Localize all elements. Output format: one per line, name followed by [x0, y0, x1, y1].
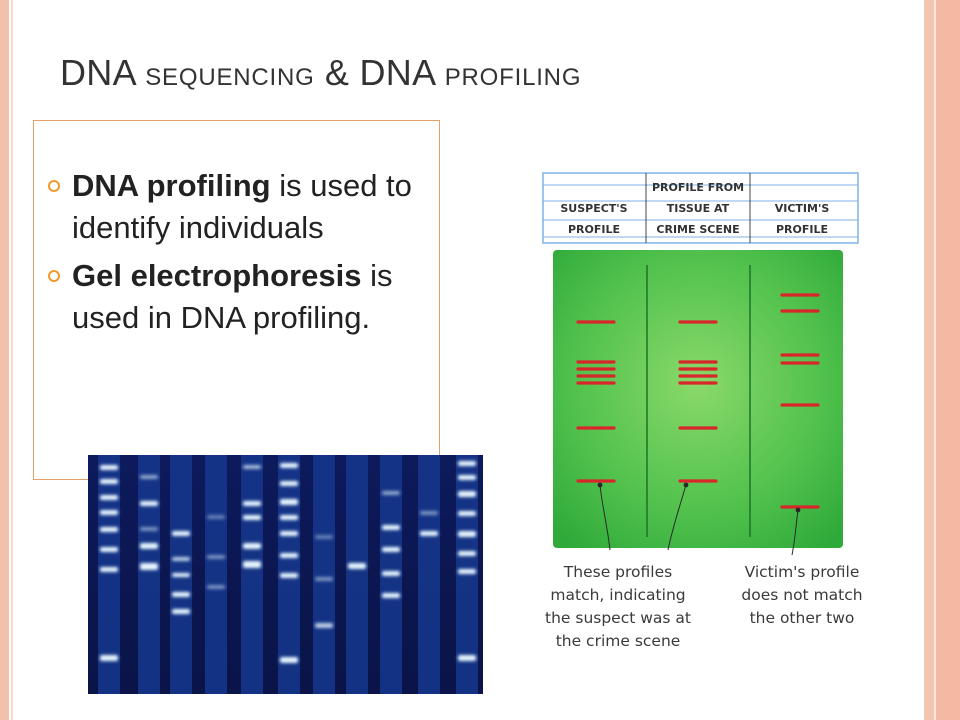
header-crime-line1: PROFILE FROM — [652, 181, 744, 194]
bullet-item-dna-profiling: DNA profiling is used to identify indivi… — [40, 165, 435, 249]
bullet-text: is used to identify individuals — [72, 168, 412, 245]
slide-title: DNA SEQUENCING & DNA PROFILING — [60, 52, 581, 94]
bullet-circle-icon — [48, 270, 60, 282]
dna-profile-figure: PROFILE FROM SUSPECT'S TISSUE AT VICTIM'… — [542, 172, 863, 650]
bullet-circle-icon — [48, 180, 60, 192]
caption-right-line3: the other two — [750, 609, 855, 627]
caption-left-line2: match, indicating — [550, 586, 685, 604]
title-profiling: PROFILING — [444, 64, 582, 91]
header-suspect-line2: PROFILE — [568, 223, 620, 236]
bullet-bold-term: Gel electrophoresis — [72, 258, 362, 293]
bullet-item-gel-electrophoresis: Gel electrophoresis is used in DNA profi… — [40, 255, 435, 339]
bullet-text: is used in DNA profiling. — [72, 258, 393, 335]
header-crime-line3: CRIME SCENE — [656, 223, 739, 236]
profile-header-table: PROFILE FROM SUSPECT'S TISSUE AT VICTIM'… — [542, 172, 859, 244]
header-crime-line2: TISSUE AT — [667, 202, 730, 215]
caption-left-line4: the crime scene — [556, 632, 681, 650]
left-border-line — [11, 0, 13, 720]
left-border — [0, 0, 9, 720]
header-victim-line2: PROFILE — [776, 223, 828, 236]
title-dna-2: & DNA — [314, 52, 445, 93]
caption-pointers — [599, 484, 799, 556]
gel-electrophoresis-photo — [88, 455, 483, 694]
bullet-list: DNA profiling is used to identify indivi… — [40, 165, 435, 345]
header-suspect-line1: SUSPECT'S — [560, 202, 627, 215]
title-sequencing: SEQUENCING — [145, 64, 315, 91]
caption-right-line1: Victim's profile — [745, 563, 860, 581]
header-victim-line1: VICTIM'S — [775, 202, 830, 215]
green-gel — [553, 250, 843, 548]
dna-bands — [576, 293, 820, 509]
title-dna-1: DNA — [60, 52, 146, 93]
caption-left-line3: the suspect was at — [545, 609, 691, 627]
pointer-dots — [597, 482, 801, 513]
right-border — [920, 0, 960, 720]
caption-right-line2: does not match — [741, 586, 862, 604]
bullet-bold-term: DNA profiling — [72, 168, 271, 203]
text-box — [33, 120, 440, 480]
caption-left-line1: These profiles — [563, 563, 672, 581]
